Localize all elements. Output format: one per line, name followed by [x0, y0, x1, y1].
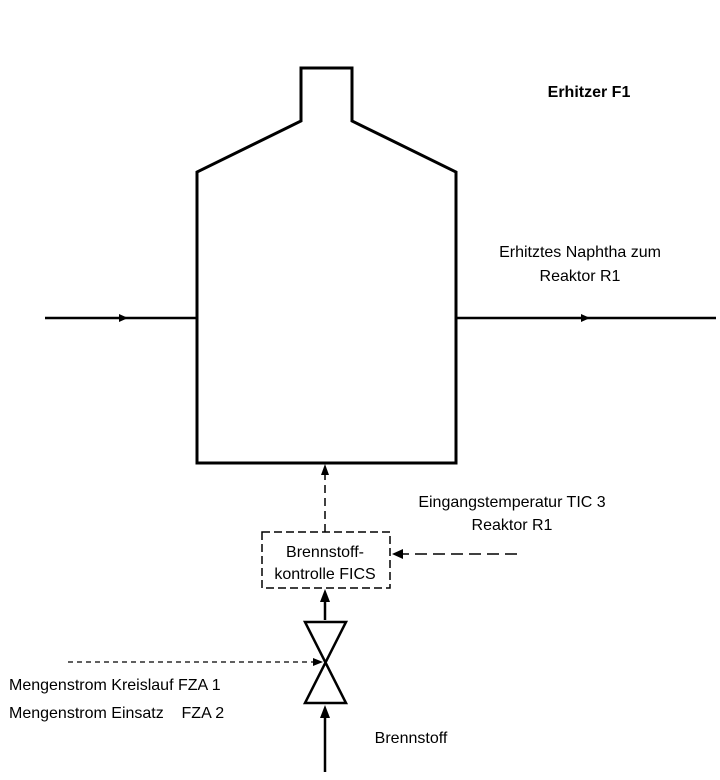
outlet-label-line-2: Reaktor R1 — [540, 268, 621, 285]
controller-label-line-2: kontrolle FICS — [274, 566, 375, 583]
fuel-label: Brennstoff — [375, 730, 448, 747]
controller-box — [261, 531, 391, 589]
setpoint-label-line-1: Eingangstemperatur TIC 3 — [418, 494, 605, 511]
setpoint-label-line-2: Reaktor R1 — [472, 517, 553, 534]
outlet-arrow — [581, 314, 590, 322]
heater-vessel — [195, 66, 458, 465]
inlet-arrow — [119, 314, 128, 322]
controller-signal-arrow — [321, 464, 329, 475]
outlet-label-line-1: Erhitztes Naphtha zum — [499, 244, 661, 261]
diagram-title: Erhitzer F1 — [548, 84, 631, 101]
setpoint-signal-arrow — [392, 549, 403, 559]
flow-label-feed: Mengenstrom Einsatz FZA 2 — [9, 705, 224, 722]
valve-to-controller-arrow — [320, 589, 330, 602]
controller-label-line-1: Brennstoff- — [286, 544, 364, 561]
fuel-arrow — [320, 705, 330, 718]
flow-signal-arrow — [313, 658, 323, 666]
flow-label-recycle: Mengenstrom Kreislauf FZA 1 — [9, 677, 221, 694]
control-valve — [302, 620, 349, 705]
